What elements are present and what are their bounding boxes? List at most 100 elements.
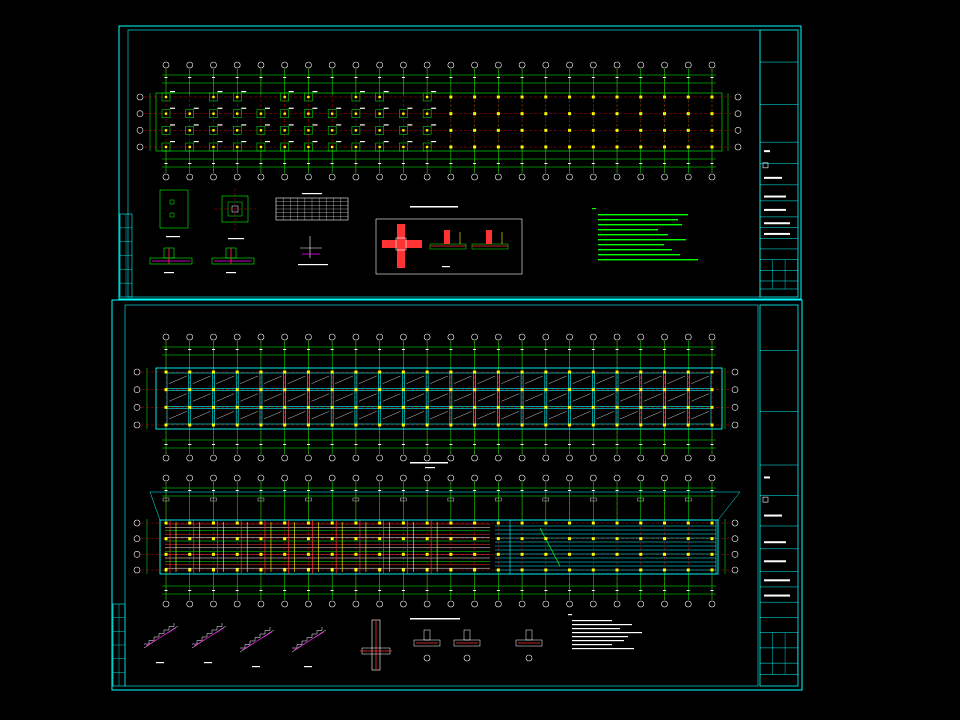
foundation-pad <box>422 109 432 118</box>
axis-bubble-top <box>162 333 170 341</box>
column <box>710 423 714 427</box>
axis-bubble-top <box>162 474 170 482</box>
column <box>283 552 287 556</box>
slab-span-arrow <box>453 393 472 402</box>
dimension-text <box>259 163 263 164</box>
general-note-line <box>572 640 624 642</box>
pad-label <box>217 91 223 93</box>
dimension-text <box>449 590 453 591</box>
slab-span-arrow <box>406 393 425 402</box>
title-block-text <box>764 232 790 235</box>
dimension-text <box>283 590 287 591</box>
column <box>378 129 381 132</box>
foundation-pad <box>256 109 266 118</box>
column <box>425 552 429 556</box>
axis-bubble-bottom <box>518 454 526 462</box>
column <box>568 568 572 572</box>
column <box>544 388 548 392</box>
axis-bubble-bottom <box>400 454 407 462</box>
column <box>401 568 405 572</box>
slab-span-arrow <box>525 411 543 420</box>
dimension-text <box>496 590 500 591</box>
slab-span-arrow <box>335 411 353 420</box>
axis-bubble-top <box>352 474 360 482</box>
dimension-text <box>211 77 215 78</box>
slab-panel <box>237 372 261 389</box>
slab-panel <box>617 408 641 425</box>
column <box>236 129 239 132</box>
dimension-text <box>520 163 524 164</box>
roof-outline <box>159 519 719 575</box>
column <box>330 129 334 132</box>
column <box>378 145 381 149</box>
axis-bubble-bottom <box>661 454 668 462</box>
slab-panel <box>404 372 427 389</box>
axis-bubble-bottom <box>447 454 455 462</box>
column <box>164 521 168 525</box>
column <box>188 145 191 149</box>
column <box>568 388 572 392</box>
column <box>710 405 714 409</box>
axis-bubble-top <box>566 61 573 69</box>
axis-bubble-bottom <box>328 454 336 462</box>
pad-label <box>217 141 223 143</box>
column <box>473 370 477 374</box>
axis-bubble-top <box>566 474 573 482</box>
slab-panel <box>688 372 712 389</box>
column <box>425 568 429 572</box>
column <box>164 552 168 556</box>
section-mark <box>495 497 502 502</box>
eave-line <box>149 491 161 521</box>
axis-bubble-bottom <box>257 454 265 462</box>
axis-bubble-top <box>613 61 621 69</box>
slab-span-arrow <box>501 393 520 402</box>
slab-span-arrow <box>643 393 662 402</box>
column <box>283 521 287 525</box>
axis-bubble-bottom <box>566 173 573 181</box>
dimension-text <box>710 349 714 350</box>
column <box>473 405 477 409</box>
dimension-text <box>710 590 714 591</box>
dimension-text <box>686 77 690 78</box>
foundation-pad <box>232 109 242 118</box>
dimension-text <box>710 444 714 445</box>
general-note-line <box>572 636 628 638</box>
column <box>520 128 524 132</box>
pad-label <box>312 124 318 126</box>
column <box>235 521 239 525</box>
general-note-line <box>598 214 688 216</box>
column <box>259 129 263 132</box>
column <box>283 129 286 132</box>
slab-span-arrow <box>619 393 638 402</box>
axis-bubble-bottom <box>518 600 526 608</box>
slab-span-arrow <box>358 411 377 420</box>
axis-bubble-top <box>400 61 407 69</box>
column <box>378 95 381 99</box>
slab-span-arrow <box>453 375 472 384</box>
axis-bubble-top <box>471 61 478 69</box>
general-note-line <box>598 234 668 236</box>
column <box>544 370 548 374</box>
axis-bubble-bottom <box>423 600 431 608</box>
dimension-text <box>449 77 453 78</box>
axis-bubble-bottom <box>328 600 336 608</box>
foundation-pad <box>209 92 218 102</box>
axis-bubble-bottom <box>495 454 502 462</box>
axis-bubble-top <box>495 474 502 482</box>
column <box>568 145 572 149</box>
slab-panel <box>499 372 522 389</box>
column <box>686 568 690 572</box>
beam-section <box>429 243 467 250</box>
dimension-text <box>663 490 667 491</box>
foundation-pad <box>351 92 361 102</box>
column <box>520 388 524 392</box>
axis-bubble-top <box>423 333 431 341</box>
column <box>164 145 168 149</box>
dimension-text <box>283 444 287 445</box>
pad-label <box>431 107 437 109</box>
axis-bubble-top <box>590 333 597 341</box>
section-mark <box>352 497 360 502</box>
slab-span-arrow <box>311 393 330 402</box>
column <box>306 537 310 541</box>
